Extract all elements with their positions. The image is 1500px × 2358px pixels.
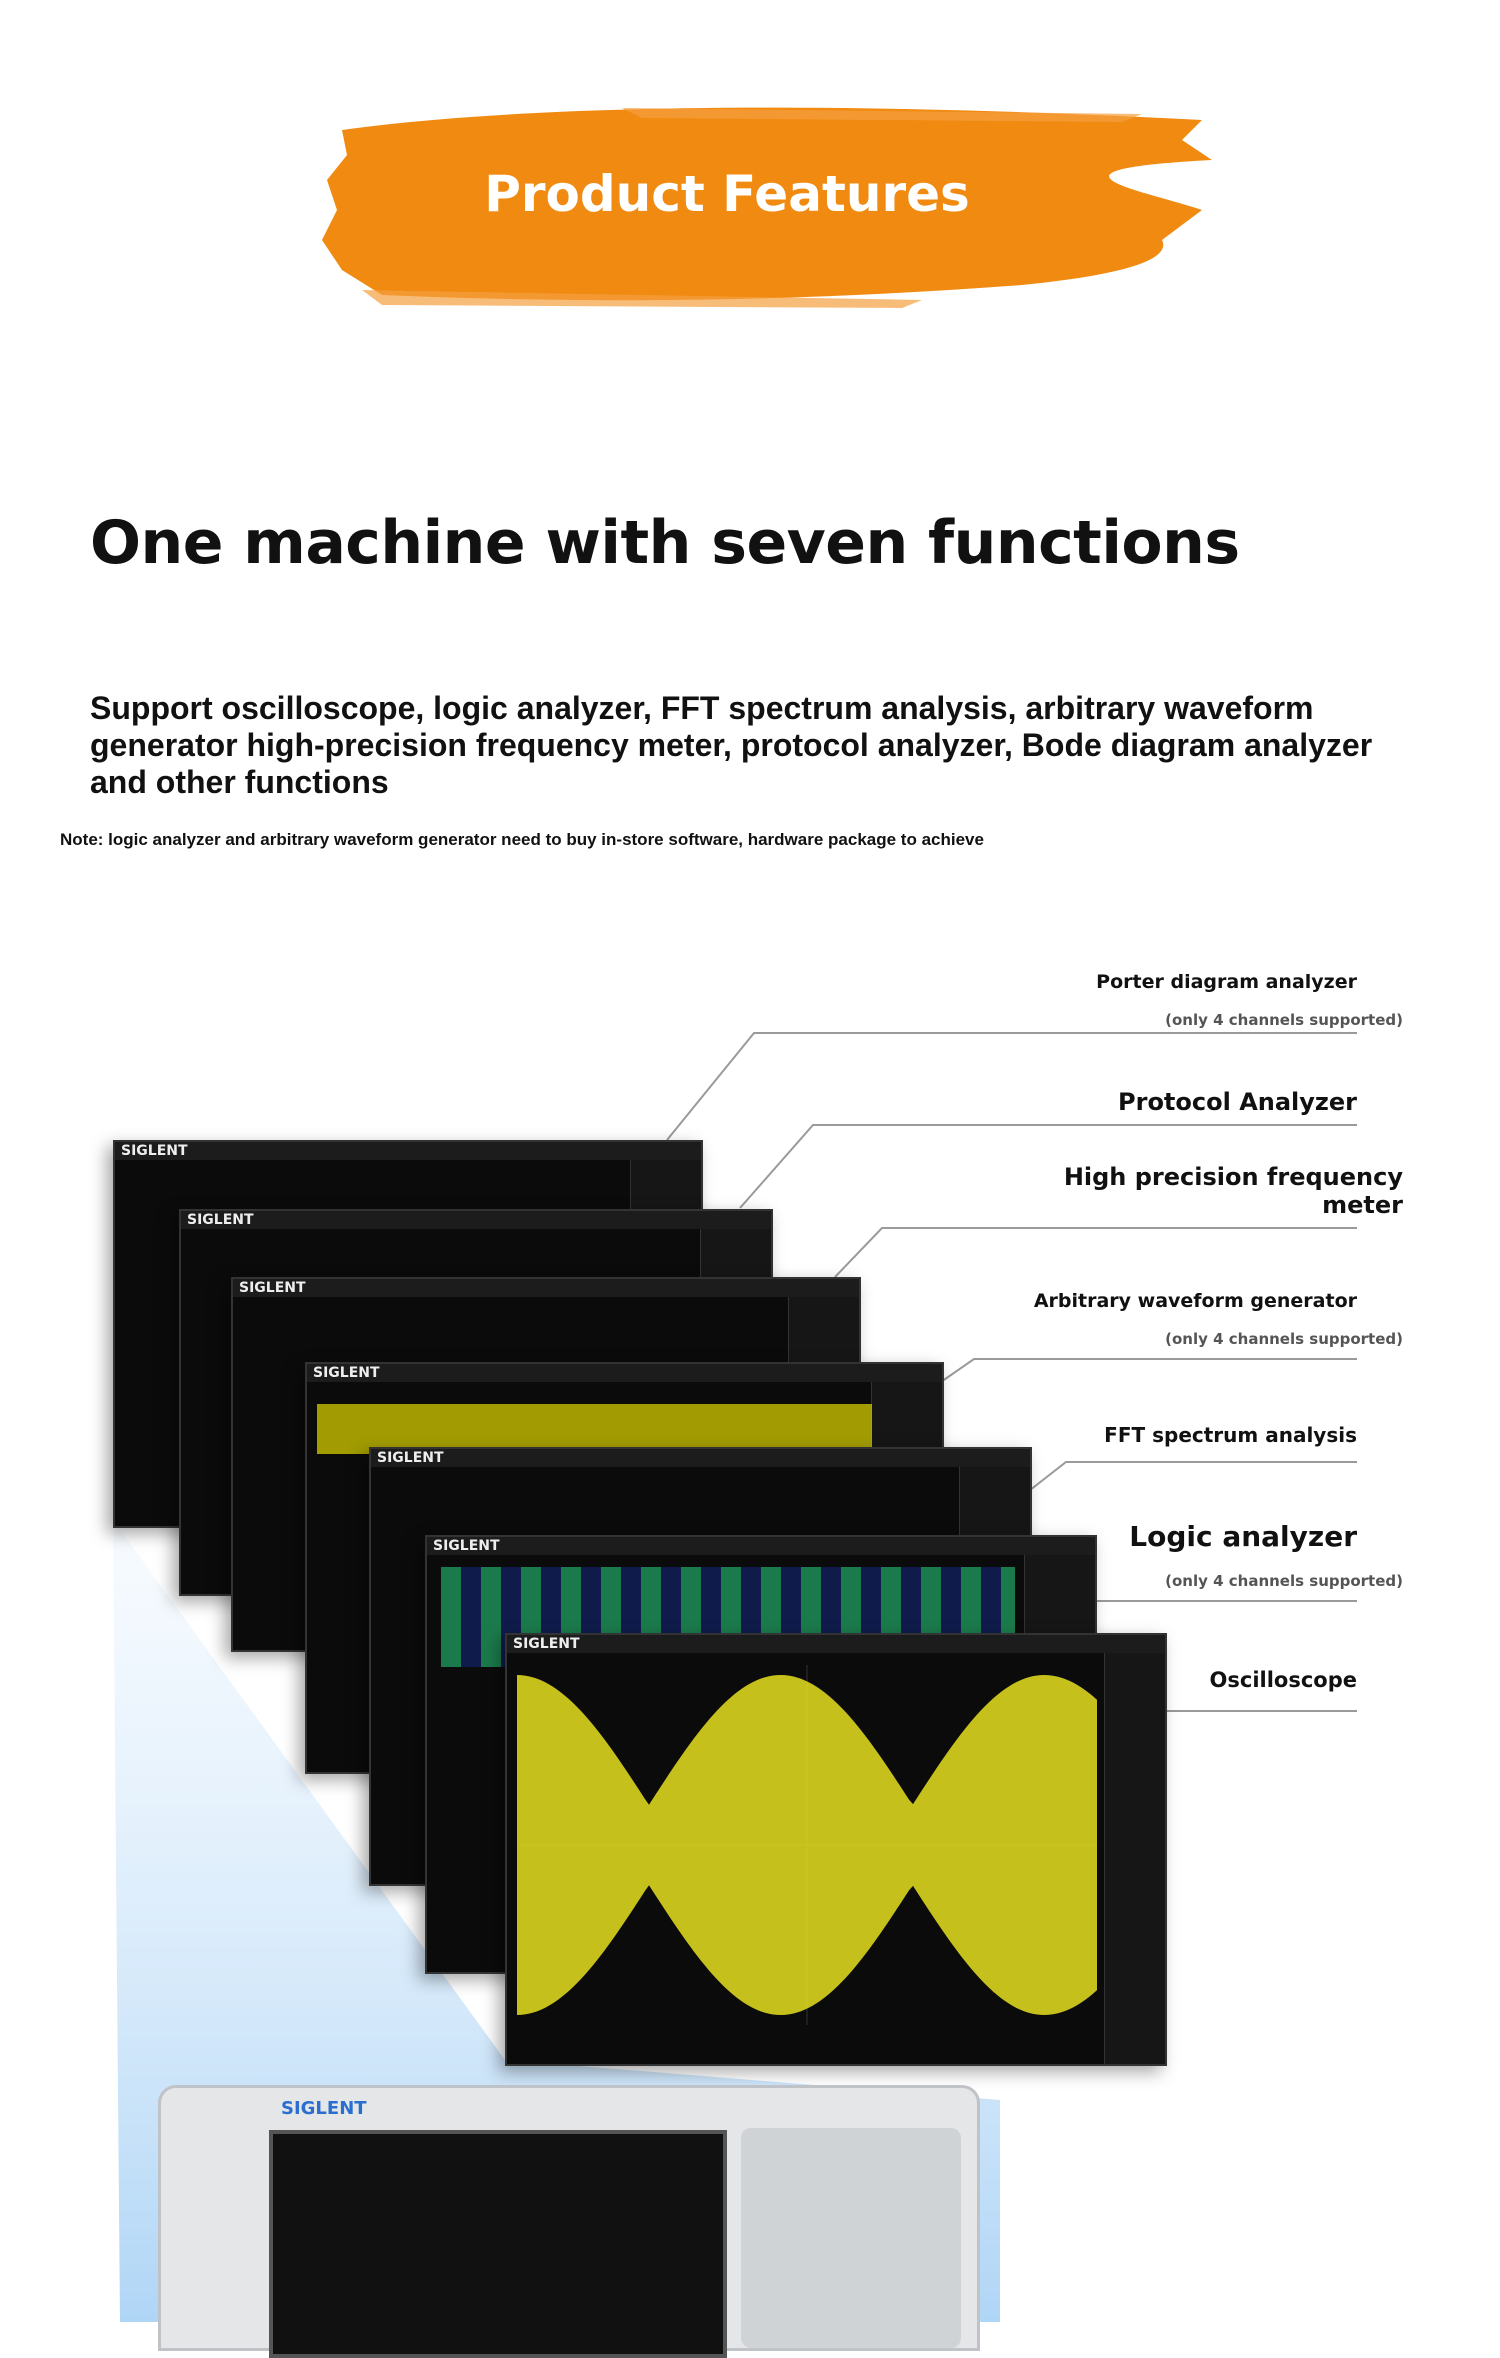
feature-note: (only 4 channels supported) [1165,1572,1403,1590]
section-title: Product Features [484,165,970,223]
feature-label: FFT spectrum analysis [1104,1423,1357,1447]
screen-brand: SIGLENT [239,1280,306,1296]
oscilloscope-device: SIGLENT [158,2085,980,2358]
feature-label: Oscilloscope [1209,1668,1357,1692]
feature-label: Arbitrary waveform generator [1033,1290,1357,1312]
feature-label: Logic analyzer [1129,1520,1357,1553]
note: Note: logic analyzer and arbitrary wavef… [60,830,984,849]
feature-label: Protocol Analyzer [1118,1088,1357,1116]
screen-brand: SIGLENT [433,1538,500,1554]
device-brand: SIGLENT [281,2098,367,2119]
screen-brand: SIGLENT [313,1365,380,1381]
screen-brand: SIGLENT [187,1212,254,1228]
feature-note: (only 4 channels supported) [1165,1330,1403,1348]
screen-brand: SIGLENT [513,1636,580,1652]
waveform-display [517,1665,1097,2025]
feature-label: High precision frequency meter [1063,1163,1403,1219]
screen-oscilloscope: SIGLENT [505,1633,1167,2066]
screen-brand: SIGLENT [377,1450,444,1466]
waveform [517,1675,1097,2015]
feature-label: Porter diagram analyzer [1096,971,1357,993]
headline: One machine with seven functions [90,508,1240,578]
screen-brand: SIGLENT [121,1143,188,1159]
feature-note: (only 4 channels supported) [1165,1011,1403,1029]
orange-brush-banner [322,107,1212,308]
description: Support oscilloscope, logic analyzer, FF… [90,690,1373,800]
